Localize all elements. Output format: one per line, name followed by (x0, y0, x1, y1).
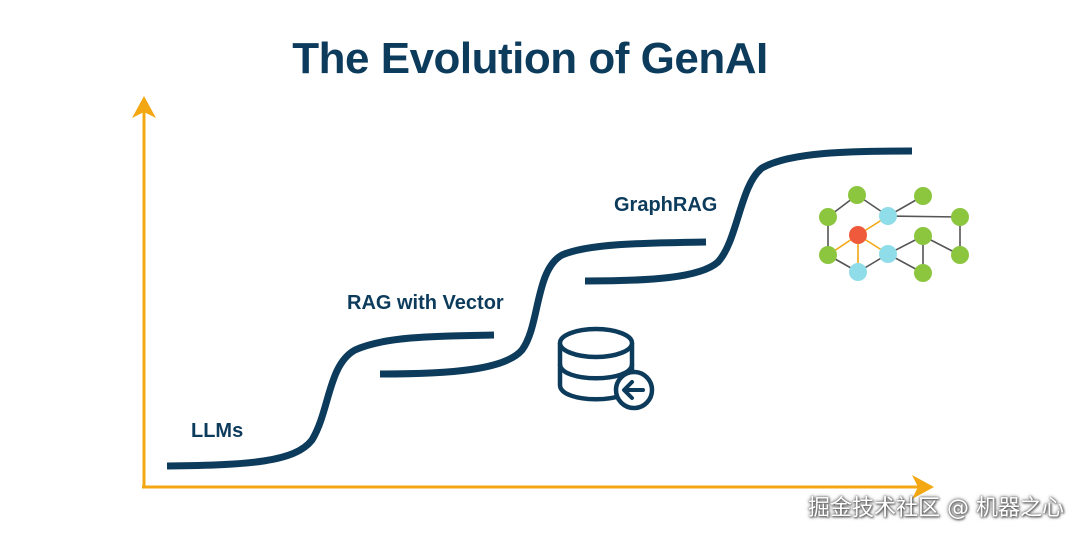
graph-node-center (849, 226, 867, 244)
curve-rag-vector (379, 238, 707, 378)
diagram-title: The Evolution of GenAI (292, 34, 768, 83)
stage-label-rag-vector: RAG with Vector (347, 292, 504, 314)
evolution-curves (166, 147, 913, 470)
graph-node (951, 208, 969, 226)
graph-node (819, 208, 837, 226)
curve-graphrag (584, 147, 913, 285)
stage-label-llms: LLMs (191, 420, 244, 442)
graph-nodes (819, 186, 969, 282)
database-icon (557, 326, 655, 411)
curve-llms (166, 331, 495, 470)
graph-edges (827, 194, 961, 274)
graph-node (951, 246, 969, 264)
graph-node (849, 263, 867, 281)
axes (132, 96, 934, 499)
x-axis-arrowhead (912, 475, 934, 499)
knowledge-graph-icon (819, 186, 969, 282)
graph-node (914, 264, 932, 282)
watermark: 掘金技术社区 @ 机器之心 (808, 496, 1064, 521)
graph-node (914, 187, 932, 205)
arrow-back-circle-icon (613, 369, 655, 411)
stage-label-graphrag: GraphRAG (614, 194, 718, 216)
graph-node (879, 245, 897, 263)
graph-node (879, 207, 897, 225)
graph-node (848, 186, 866, 204)
graph-node (914, 227, 932, 245)
y-axis-arrowhead (132, 96, 156, 118)
graph-node (819, 246, 837, 264)
